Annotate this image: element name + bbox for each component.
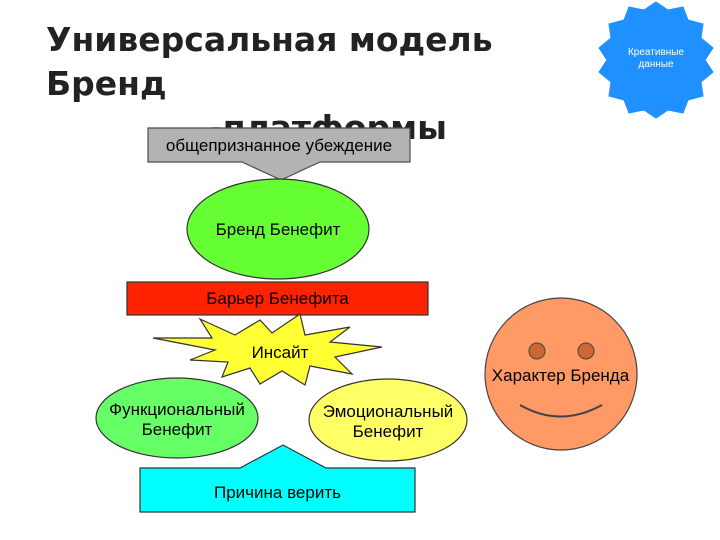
conviction-arrow — [147, 127, 411, 181]
brand-character-label: Характер Бренда — [491, 366, 630, 385]
creative-data-badge — [598, 1, 714, 119]
barrier-label: Барьер Бенефита — [206, 289, 349, 308]
reason-to-believe-arrow — [139, 444, 416, 513]
left-eye — [528, 342, 546, 360]
emotional-line-2: Бенефит — [352, 422, 424, 441]
reason-to-believe-label: Причина верить — [214, 483, 341, 502]
insight-label: Инсайт — [251, 343, 309, 362]
brand-benefit-label: Бренд Бенефит — [215, 220, 341, 239]
emotional-benefit-label: Эмоциональный Бенефит — [303, 402, 473, 442]
functional-line-2: Бенефит — [141, 420, 213, 439]
functional-line-1: Функциональный — [109, 400, 245, 419]
conviction-label: общепризнанное убеждение — [165, 136, 393, 155]
smile — [519, 404, 603, 418]
emotional-line-1: Эмоциональный — [322, 402, 454, 421]
badge-line-1: Креативные — [627, 47, 685, 58]
title-line-1: Универсальная модель Бренд — [46, 20, 493, 103]
brand-benefit-ellipse — [186, 178, 370, 280]
emotional-benefit-ellipse — [308, 378, 468, 462]
functional-benefit-label: Функциональный Бенефит — [92, 400, 262, 440]
insight-burst — [152, 313, 383, 386]
brand-character-face — [484, 297, 638, 451]
badge-line-2: данные — [638, 59, 674, 70]
creative-data-label: Креативные данные — [616, 47, 696, 71]
barrier-bar — [126, 281, 429, 316]
right-eye — [577, 342, 595, 360]
functional-benefit-ellipse — [95, 377, 259, 459]
